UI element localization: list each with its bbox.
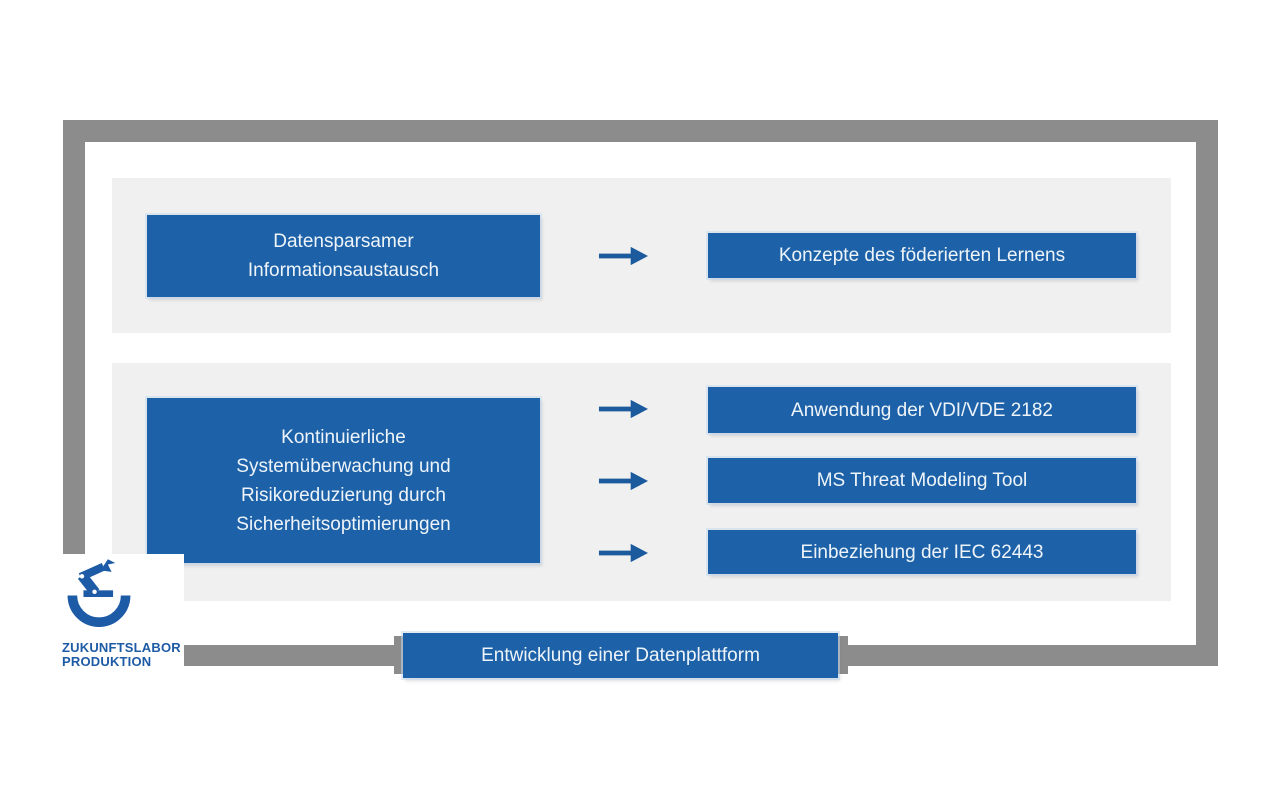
- box-text-line: Sicherheitsoptimierungen: [236, 513, 451, 535]
- box-einbeziehung-iec-62443: Einbeziehung der IEC 62443: [708, 530, 1136, 574]
- logo-text: ZUKUNFTSLABOR PRODUKTION: [62, 641, 184, 669]
- box-datensparsamer-informationsaustausch: Datensparsamer Informationsaustausch: [147, 215, 540, 297]
- box-text-line: Systemüberwachung und: [236, 455, 451, 477]
- arrow-right-icon: [598, 399, 648, 419]
- box-text-line: Einbeziehung der IEC 62443: [800, 541, 1044, 563]
- box-entwicklung-datenplattform: Entwicklung einer Datenplattform: [403, 633, 838, 678]
- frame-right-bar: [1196, 120, 1218, 666]
- frame-top-bar: [63, 120, 1218, 142]
- box-kontinuierliche-systemueberwachung: Kontinuierliche Systemüberwachung und Ri…: [147, 398, 540, 563]
- arrow-right-icon: [598, 246, 648, 266]
- box-text-line: Datensparsamer: [273, 231, 414, 252]
- frame-collar-right: [836, 636, 848, 674]
- box-text-line: Informationsaustausch: [247, 260, 440, 281]
- arrow-right-icon: [598, 543, 648, 563]
- box-text-line: Konzepte des föderierten Lernens: [778, 245, 1066, 266]
- frame-left-bar: [63, 120, 85, 572]
- box-konzepte-foederiertes-lernen: Konzepte des föderierten Lernens: [708, 233, 1136, 278]
- box-text-line: Anwendung der VDI/VDE 2182: [791, 399, 1053, 421]
- robot-arm-icon: [62, 556, 136, 638]
- zukunftslabor-logo: ZUKUNFTSLABOR PRODUKTION: [48, 554, 184, 686]
- box-anwendung-vdi-vde-2182: Anwendung der VDI/VDE 2182: [708, 387, 1136, 433]
- box-text-line: Risikoreduzierung durch: [241, 484, 446, 506]
- box-text-line: MS Threat Modeling Tool: [816, 470, 1028, 491]
- logo-text-line: ZUKUNFTSLABOR: [62, 640, 181, 655]
- box-text-line: Kontinuierliche: [281, 426, 406, 448]
- box-text-line: Entwicklung einer Datenplattform: [481, 645, 760, 666]
- logo-text-line: PRODUKTION: [62, 654, 152, 669]
- arrow-right-icon: [598, 471, 648, 491]
- box-ms-threat-modeling-tool: MS Threat Modeling Tool: [708, 458, 1136, 503]
